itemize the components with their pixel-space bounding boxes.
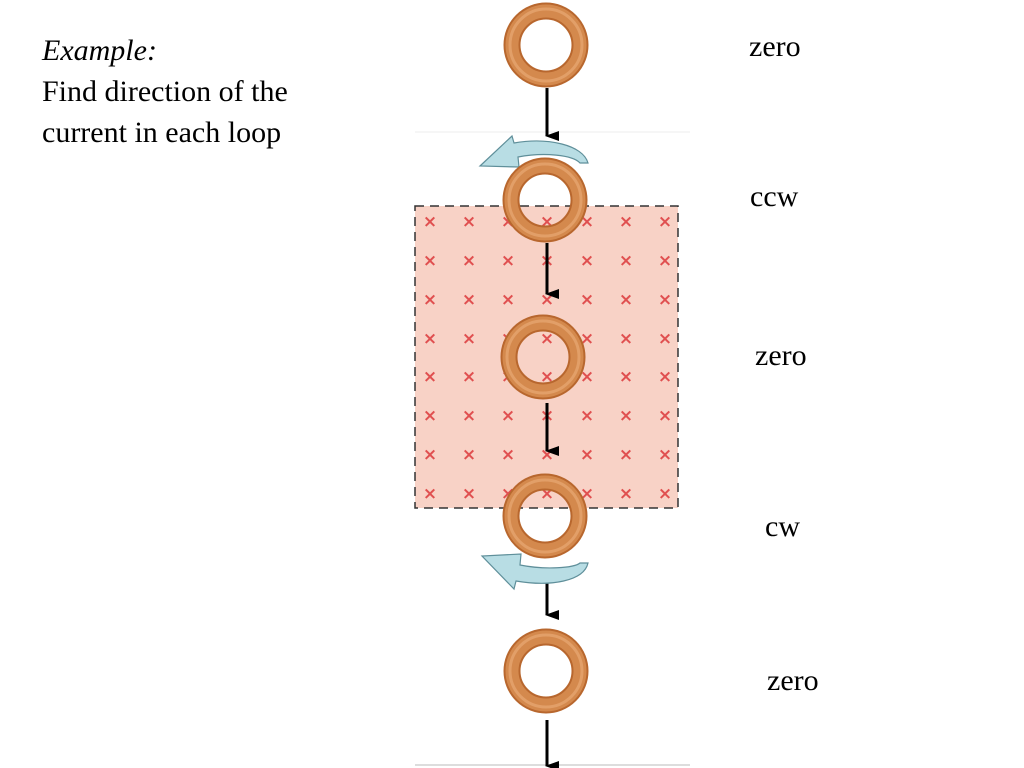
field-marker-37: × (501, 406, 515, 426)
field-marker-39: × (580, 406, 594, 426)
field-marker-40: × (619, 406, 633, 426)
field-marker-11: × (580, 251, 594, 271)
field-marker-22: × (462, 329, 476, 349)
field-marker-42: × (423, 445, 437, 465)
answer-loop-2: ccw (750, 180, 799, 213)
field-marker-48: × (658, 445, 672, 465)
field-marker-28: × (423, 367, 437, 387)
loop-2-entering-field (502, 157, 588, 243)
answer-loop-4: cw (765, 510, 800, 543)
question-line-2: current in each loop (42, 116, 282, 149)
field-marker-44: × (501, 445, 515, 465)
field-marker-33: × (619, 367, 633, 387)
question-line-1: Find direction of the (42, 75, 288, 108)
example-prompt: Example: Find direction of the current i… (42, 30, 402, 153)
field-marker-46: × (580, 445, 594, 465)
field-marker-55: × (658, 484, 672, 504)
field-marker-0: × (423, 212, 437, 232)
field-marker-32: × (580, 367, 594, 387)
loop-5-below-field (503, 628, 589, 714)
field-marker-8: × (462, 251, 476, 271)
field-marker-54: × (619, 484, 633, 504)
field-marker-13: × (658, 251, 672, 271)
field-marker-14: × (423, 290, 437, 310)
field-marker-24: × (540, 329, 554, 349)
induced-current-ccw-arrow (478, 134, 589, 168)
field-marker-19: × (619, 290, 633, 310)
field-marker-26: × (619, 329, 633, 349)
loop-1-above-field (503, 2, 589, 88)
field-marker-41: × (658, 406, 672, 426)
loop-4-leaving-field (502, 473, 588, 559)
conducting-loops (500, 2, 589, 714)
field-marker-36: × (462, 406, 476, 426)
loop-3-inside-field (500, 314, 586, 400)
field-marker-35: × (423, 406, 437, 426)
field-marker-1: × (462, 212, 476, 232)
field-marker-34: × (658, 367, 672, 387)
answer-loop-3: zero (755, 339, 807, 372)
field-marker-20: × (658, 290, 672, 310)
answer-loop-1: zero (749, 30, 801, 63)
field-marker-15: × (462, 290, 476, 310)
field-marker-12: × (619, 251, 633, 271)
field-markers-into-page: × × × × × × × × × × × × × × × × × × × × × × × × × × × × × × × × × × × × × × × ×… (423, 212, 672, 504)
field-marker-5: × (619, 212, 633, 232)
example-heading: Example: (42, 34, 157, 67)
field-marker-9: × (501, 251, 515, 271)
field-marker-47: × (619, 445, 633, 465)
field-marker-43: × (462, 445, 476, 465)
field-marker-6: × (658, 212, 672, 232)
field-marker-27: × (658, 329, 672, 349)
field-marker-21: × (423, 329, 437, 349)
induced-current-cw-arrow (480, 553, 589, 591)
field-marker-29: × (462, 367, 476, 387)
field-marker-18: × (580, 290, 594, 310)
field-marker-49: × (423, 484, 437, 504)
answer-loop-5: zero (767, 664, 819, 697)
field-marker-7: × (423, 251, 437, 271)
field-marker-16: × (501, 290, 515, 310)
field-marker-50: × (462, 484, 476, 504)
